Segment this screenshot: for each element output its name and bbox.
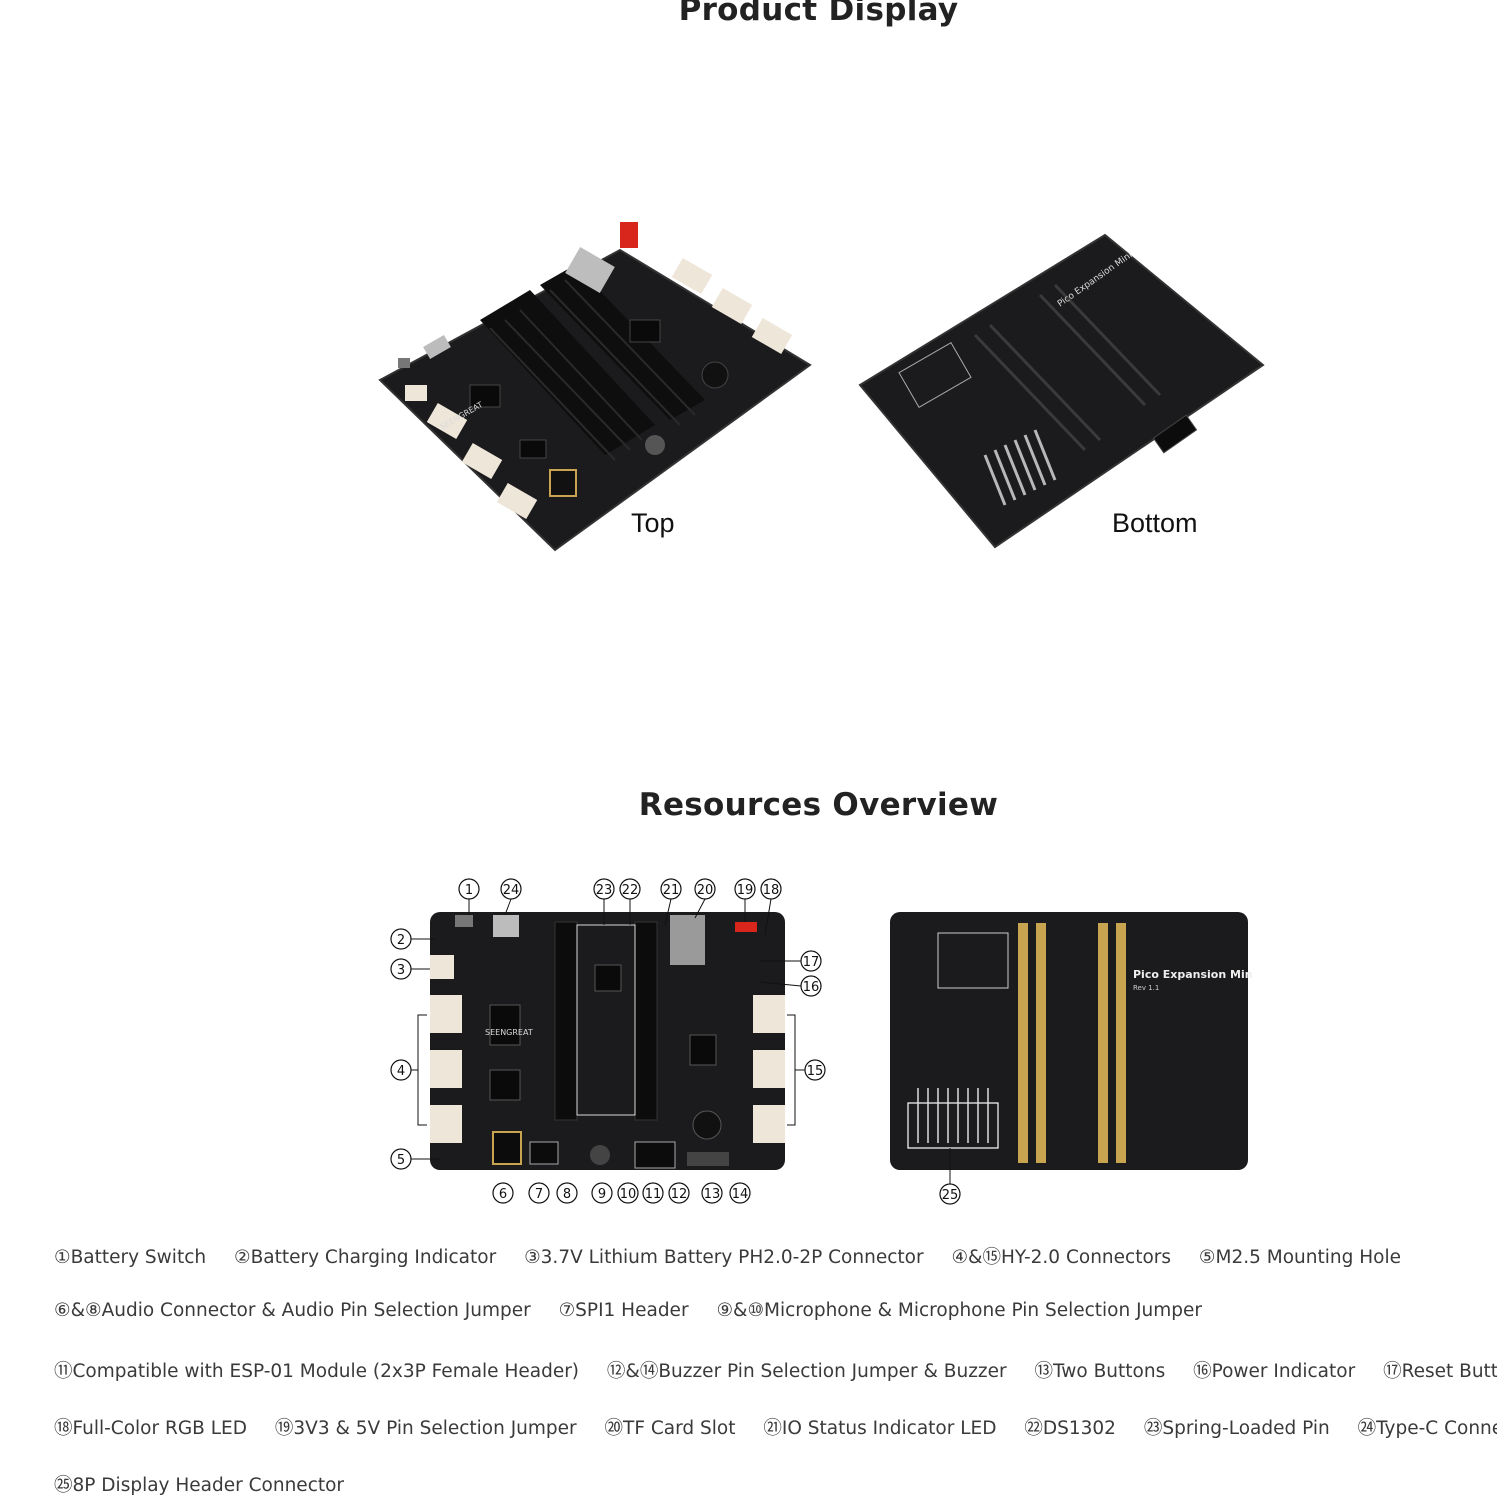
legend-item: ㉕8P Display Header Connector bbox=[54, 1475, 345, 1496]
legend-item: ⑳TF Card Slot bbox=[604, 1418, 736, 1439]
callout-20: 20 bbox=[697, 883, 714, 898]
callout-18: 18 bbox=[763, 883, 780, 898]
callout-1: 1 bbox=[465, 883, 473, 898]
legend-item: ④&⑮HY-2.0 Connectors bbox=[951, 1247, 1172, 1268]
callout-24: 24 bbox=[503, 883, 520, 898]
legend-row: ㉕8P Display Header Connector bbox=[54, 1471, 366, 1497]
product-display-title: Product Display bbox=[678, 0, 959, 28]
legend-item: ⑲3V3 & 5V Pin Selection Jumper bbox=[274, 1418, 577, 1439]
resources-overview-title: Resources Overview bbox=[638, 787, 999, 823]
legend-item: ②Battery Charging Indicator bbox=[234, 1247, 497, 1268]
legend-row: ⑪Compatible with ESP-01 Module (2x3P Fem… bbox=[54, 1357, 1497, 1383]
bottom-caption: Bottom bbox=[1112, 508, 1198, 538]
callout-2: 2 bbox=[397, 933, 405, 948]
legend-item: ㉔Type-C Connector bbox=[1357, 1418, 1497, 1439]
top-caption: Top bbox=[631, 508, 675, 538]
callout-12: 12 bbox=[671, 1187, 688, 1202]
callout-7: 7 bbox=[535, 1187, 543, 1202]
legend-item: ⑰Reset Button bbox=[1383, 1361, 1497, 1382]
legend-item: ⑯Power Indicator bbox=[1193, 1361, 1356, 1382]
legend-row: ⑥&⑧Audio Connector & Audio Pin Selection… bbox=[54, 1300, 1224, 1321]
callout-25: 25 bbox=[942, 1188, 959, 1203]
bottom-diagram-label: Pico Expansion Mini bbox=[1133, 968, 1253, 981]
resources-top-board-diagram: SEENGREAT 1 24 23 22 21 20 19 18 2 3 17 … bbox=[390, 878, 826, 1204]
legend-item: ⑫&⑭Buzzer Pin Selection Jumper & Buzzer bbox=[606, 1361, 1007, 1382]
callout-5: 5 bbox=[397, 1153, 405, 1168]
legend-item: ㉒DS1302 bbox=[1024, 1418, 1116, 1439]
legend-item: ⑪Compatible with ESP-01 Module (2x3P Fem… bbox=[54, 1361, 580, 1382]
callout-10: 10 bbox=[620, 1187, 637, 1202]
callout-4: 4 bbox=[397, 1064, 405, 1079]
legend-item: ⑱Full-Color RGB LED bbox=[54, 1418, 247, 1439]
callout-16: 16 bbox=[803, 980, 820, 995]
legend-row: ⑱Full-Color RGB LED ⑲3V3 & 5V Pin Select… bbox=[54, 1414, 1497, 1440]
bottom-diagram-rev: Rev 1.1 bbox=[1133, 984, 1159, 992]
callout-14: 14 bbox=[732, 1187, 749, 1202]
legend-item: ⑬Two Buttons bbox=[1034, 1361, 1166, 1382]
product-bottom-board-image: Pico Expansion Mini bbox=[858, 233, 1265, 549]
callout-8: 8 bbox=[563, 1187, 571, 1202]
callout-15: 15 bbox=[807, 1064, 824, 1079]
callout-9: 9 bbox=[598, 1187, 606, 1202]
callout-11: 11 bbox=[645, 1187, 662, 1202]
callout-17: 17 bbox=[803, 955, 820, 970]
legend-item: ㉑IO Status Indicator LED bbox=[763, 1418, 997, 1439]
callout-19: 19 bbox=[737, 883, 754, 898]
legend-item: ⑦SPI1 Header bbox=[558, 1300, 689, 1321]
legend-item: ③3.7V Lithium Battery PH2.0-2P Connector bbox=[524, 1247, 924, 1268]
callout-3: 3 bbox=[397, 963, 405, 978]
legend-item: ㉓Spring-Loaded Pin bbox=[1143, 1418, 1330, 1439]
diagram-brand: SEENGREAT bbox=[485, 1028, 533, 1037]
callout-13: 13 bbox=[704, 1187, 721, 1202]
legend-item: ⑤M2.5 Mounting Hole bbox=[1198, 1247, 1401, 1268]
legend-item: ⑨&⑩Microphone & Microphone Pin Selection… bbox=[716, 1300, 1203, 1321]
legend-item: ⑥&⑧Audio Connector & Audio Pin Selection… bbox=[54, 1300, 531, 1321]
callout-21: 21 bbox=[663, 883, 680, 898]
product-top-board-image: SEENGREAT bbox=[378, 222, 812, 552]
callout-22: 22 bbox=[622, 883, 639, 898]
legend-item: ①Battery Switch bbox=[54, 1247, 207, 1268]
resources-bottom-board-diagram: Pico Expansion Mini Rev 1.1 25 bbox=[890, 912, 1253, 1205]
callout-23: 23 bbox=[596, 883, 613, 898]
legend-row: ①Battery Switch ②Battery Charging Indica… bbox=[54, 1243, 1423, 1269]
callout-6: 6 bbox=[499, 1187, 507, 1202]
